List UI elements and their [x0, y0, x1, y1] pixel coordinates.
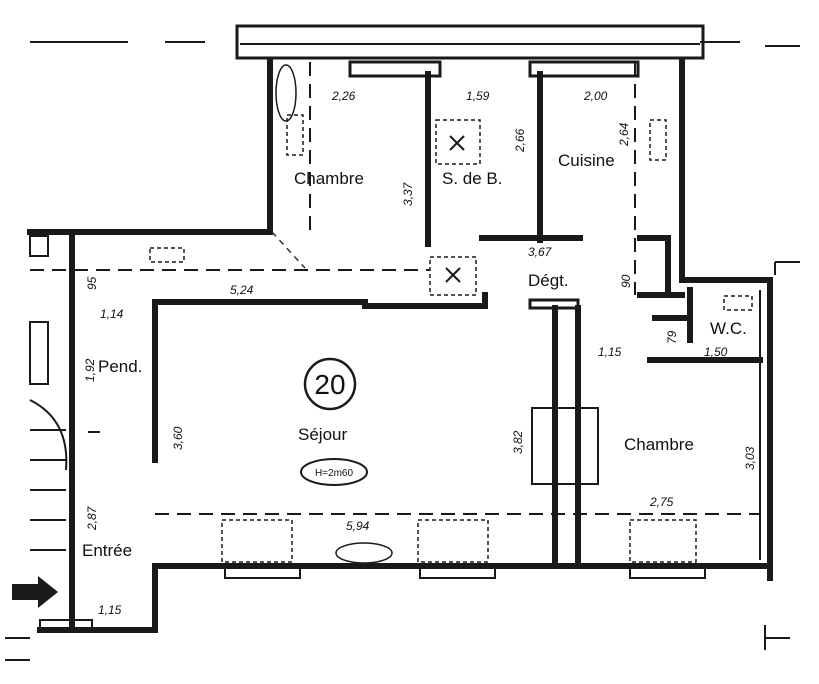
fixtures [29, 64, 753, 629]
dimension-label: 3,03 [743, 446, 757, 470]
entrance-arrow-icon [12, 576, 58, 608]
ceiling-height: H=2m60 [315, 468, 354, 479]
dimension-label: 3,82 [511, 430, 525, 454]
dimension-label: 2,87 [85, 505, 99, 531]
room-label-degagement: Dégt. [528, 271, 569, 290]
apartment-number-circle [303, 357, 357, 411]
dashed-lines [30, 62, 760, 515]
dimension-label: 1,14 [100, 307, 124, 321]
dimension-label: 2,00 [583, 89, 608, 103]
apartment-number: 20 [314, 369, 345, 400]
dimension-label: 3,60 [171, 426, 185, 450]
dimension-label: 5,24 [230, 283, 254, 297]
dimension-label: 1,59 [466, 89, 490, 103]
dimension-label: 1,15 [98, 603, 122, 617]
room-label-chambre-2: Chambre [624, 435, 694, 454]
dimension-label: 79 [665, 330, 679, 344]
ceiling-height-badge [300, 458, 368, 486]
room-label-sejour: Séjour [298, 425, 347, 444]
dimension-label: 5,94 [346, 519, 370, 533]
dimension-label: 2,64 [617, 122, 631, 147]
dimension-label: 95 [85, 276, 99, 290]
room-label-chambre-1: Chambre [294, 169, 364, 188]
windows [224, 60, 706, 579]
dimension-label: 3,67 [528, 245, 553, 259]
dimension-label: 1,50 [704, 345, 728, 359]
dimension-label: 2,66 [513, 128, 527, 153]
room-label-wc: W.C. [710, 319, 747, 338]
room-label-entree: Entrée [82, 541, 132, 560]
dimension-label: 90 [619, 274, 633, 288]
dimension-label: 1,15 [598, 345, 622, 359]
dimension-label: 2,26 [331, 89, 356, 103]
facade-beam [235, 24, 705, 60]
room-label-cuisine: Cuisine [558, 151, 615, 170]
room-label-salle-de-bain: S. de B. [442, 169, 502, 188]
dimension-label: 3,37 [401, 181, 415, 206]
dimension-label: 2,75 [649, 495, 674, 509]
dimension-label: 1,92 [83, 358, 97, 382]
walls [27, 57, 773, 633]
room-label-penderie: Pend. [98, 357, 142, 376]
